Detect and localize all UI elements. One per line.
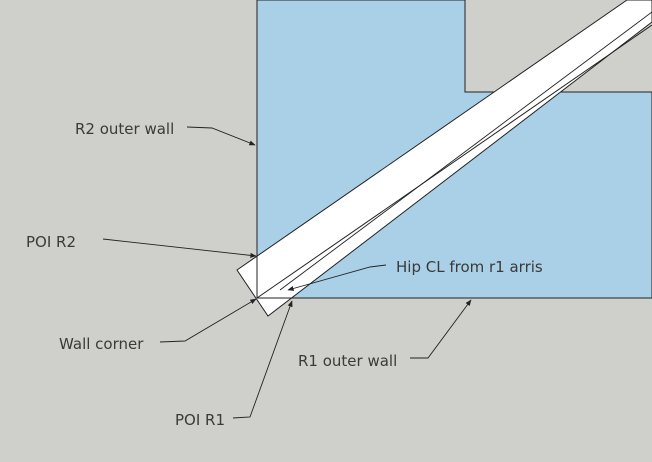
hip-centerline <box>279 11 652 291</box>
leader-wall-corner <box>159 298 257 343</box>
label-poi-r2: POI R2 <box>26 233 76 251</box>
leader-hip-cl <box>287 264 387 291</box>
label-r1-outer-wall: R1 outer wall <box>298 352 397 370</box>
leader-r2-outer-wall <box>186 126 256 146</box>
label-wall-corner: Wall corner <box>59 335 144 353</box>
hip-rafter-inner-edge <box>256 24 652 299</box>
label-hip-cl: Hip CL from r1 arris <box>396 258 543 276</box>
leader-r1-outer-wall <box>410 299 472 359</box>
label-poi-r1: POI R1 <box>175 411 225 429</box>
leader-poi-r2 <box>102 238 257 258</box>
hip-rafter-board <box>236 0 652 317</box>
label-r2-outer-wall: R2 outer wall <box>75 120 174 138</box>
leader-poi-r1 <box>232 300 293 419</box>
